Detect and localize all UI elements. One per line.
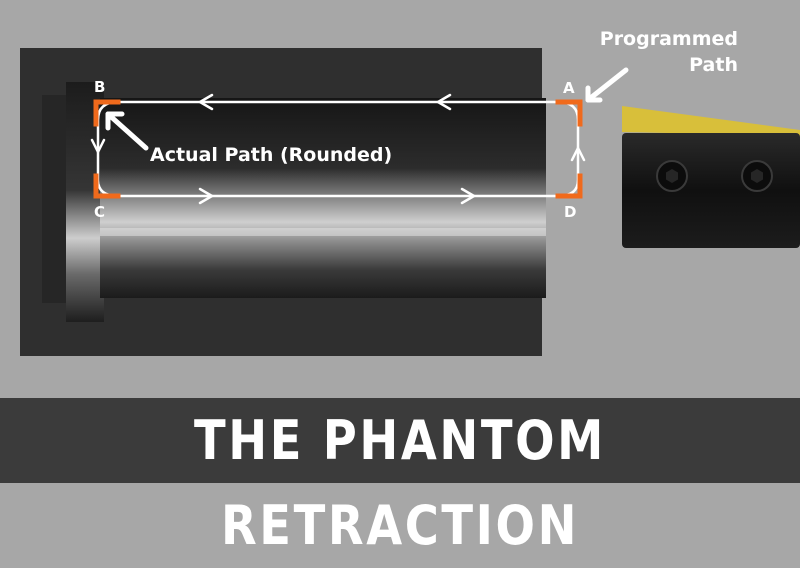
- corner-label-b: B: [94, 78, 106, 96]
- corner-markers: [93, 99, 583, 199]
- lathe-scene: [20, 48, 800, 356]
- tool-insert: [622, 106, 800, 136]
- actual-pointer-arrow: [105, 111, 149, 151]
- programmed-pointer-arrowhead: [585, 85, 603, 103]
- arrow-left-icon: [436, 93, 452, 111]
- shaft: [100, 98, 546, 298]
- diagram-stage: B A C D Programmed Path Actual Path (Rou…: [0, 26, 800, 557]
- arrow-left-icon: [198, 93, 214, 111]
- corner-marker-d: [555, 173, 583, 199]
- corner-marker-c: [93, 173, 121, 199]
- title-banner: THE PHANTOM RETRACTION: [0, 398, 800, 557]
- tool-holder: [622, 133, 800, 248]
- chuck-step: [42, 95, 66, 303]
- programmed-path-line2: Path: [689, 54, 738, 76]
- banner-title: THE PHANTOM RETRACTION: [194, 409, 606, 557]
- pointer-arrows: [105, 67, 629, 151]
- arrow-up-icon: [570, 146, 586, 162]
- hex-socket-icon: [666, 169, 678, 183]
- arrow-down-icon: [90, 138, 106, 154]
- direction-arrows: [90, 93, 586, 205]
- shaft-highlight: [100, 228, 546, 236]
- corner-marker-a: [555, 99, 583, 127]
- corner-label-a: A: [563, 79, 575, 97]
- corner-label-d: D: [564, 203, 577, 221]
- corner-label-c: C: [94, 203, 106, 221]
- actual-pointer-arrowhead: [105, 111, 125, 131]
- arrow-right-icon: [198, 187, 214, 205]
- corner-a-round: [557, 100, 580, 121]
- arrow-right-icon: [460, 187, 476, 205]
- corner-marker-b: [93, 99, 121, 127]
- hex-socket-icon: [751, 169, 763, 183]
- programmed-pointer-arrow: [585, 67, 629, 103]
- programmed-path-line1: Programmed: [599, 28, 738, 50]
- actual-path-label: Actual Path (Rounded): [150, 144, 393, 166]
- programmed-path-label: Programmed Path: [600, 26, 738, 78]
